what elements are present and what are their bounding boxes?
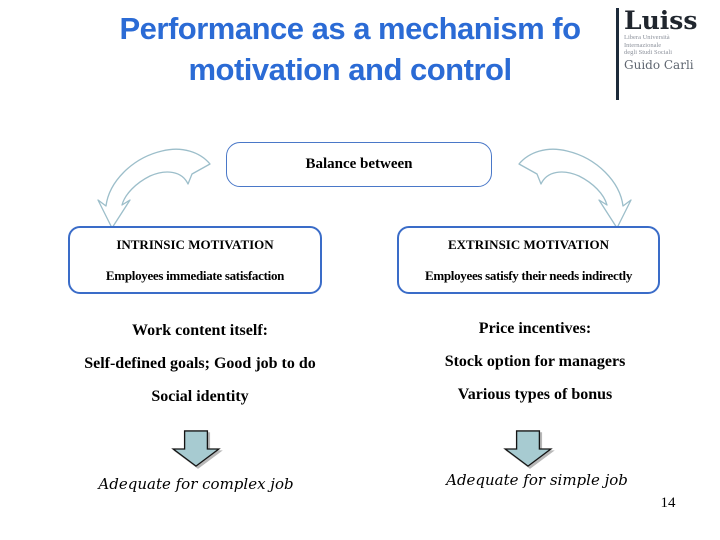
- extrinsic-motivation-box: EXTRINSIC MOTIVATION Employees satisfy t…: [397, 226, 660, 294]
- down-arrow-right-icon: [503, 430, 553, 468]
- caption-complex-job: Adequate for complex job: [98, 475, 294, 493]
- intrinsic-detail-line-3: Social identity: [151, 388, 249, 405]
- intrinsic-subtitle: Employees immediate satisfaction: [105, 268, 285, 283]
- balance-between-box: Balance between: [226, 142, 492, 187]
- luiss-logo: Luiss Libera Università Internazionale d…: [616, 8, 706, 100]
- extrinsic-details: Price incentives: Stock option for manag…: [385, 312, 685, 411]
- intrinsic-motivation-box: INTRINSIC MOTIVATION Employees immediate…: [68, 226, 322, 294]
- slide-title: Performance as a mechanism fo motivation…: [30, 8, 670, 90]
- page-number: 14: [660, 495, 676, 511]
- logo-footer: Guido Carli: [624, 57, 694, 72]
- extrinsic-detail-line-1: Price incentives:: [478, 320, 592, 337]
- balance-label: Balance between: [305, 156, 413, 172]
- title-line-2: motivation and control: [188, 52, 512, 87]
- intrinsic-detail-line-1: Work content itself:: [132, 322, 268, 339]
- intrinsic-details: Work content itself: Self-defined goals;…: [40, 314, 360, 413]
- extrinsic-detail-line-2: Stock option for managers: [444, 353, 626, 370]
- extrinsic-title: EXTRINSIC MOTIVATION: [448, 237, 609, 252]
- caption-simple-job: Adequate for simple job: [446, 471, 628, 489]
- logo-subtitle-line: Internazionale: [624, 41, 662, 49]
- title-line-1: Performance as a mechanism fo: [119, 11, 581, 46]
- luiss-wordmark: Luiss: [624, 6, 698, 35]
- logo-subtitle-line: Libera Università: [624, 34, 670, 41]
- extrinsic-subtitle: Employees satisfy their needs indirectly: [424, 268, 633, 283]
- intrinsic-title: INTRINSIC MOTIVATION: [116, 237, 274, 252]
- extrinsic-detail-line-3: Various types of bonus: [457, 386, 613, 403]
- logo-subtitle-line: degli Studi Sociali: [624, 49, 673, 56]
- curved-arrow-right-icon: [512, 138, 637, 233]
- curved-arrow-left-icon: [92, 138, 217, 233]
- intrinsic-detail-line-2: Self-defined goals; Good job to do: [84, 355, 316, 372]
- down-arrow-left-icon: [171, 430, 221, 468]
